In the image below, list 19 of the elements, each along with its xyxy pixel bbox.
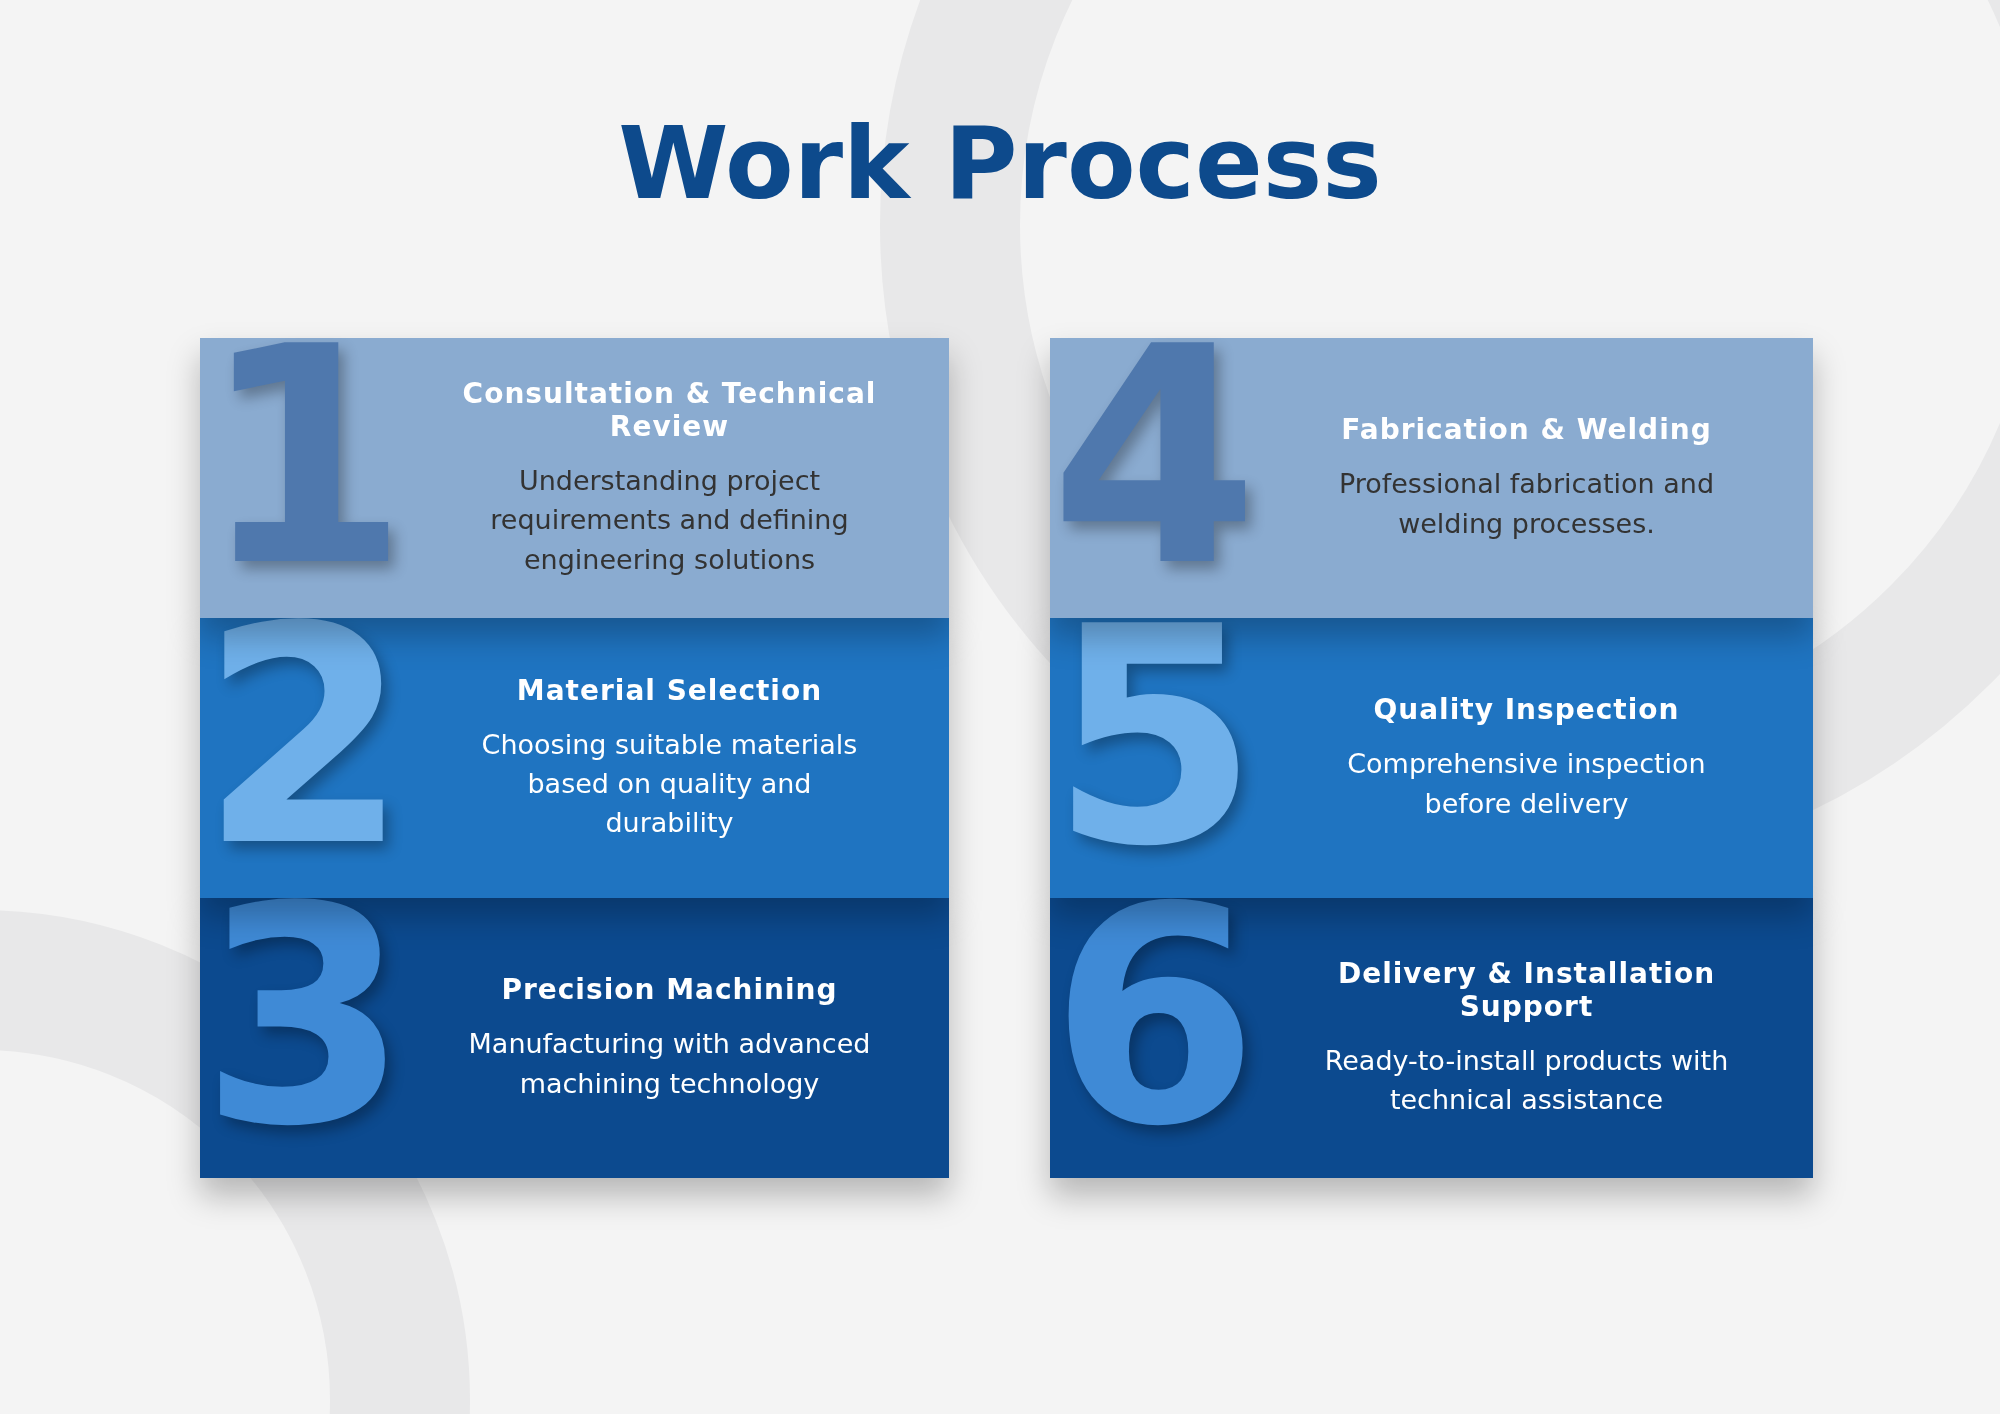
step-description: Choosing suitable materials based on quality and durability [480, 727, 859, 841]
step-band [200, 338, 949, 618]
page-title: Work Process [617, 105, 1383, 222]
step-description: Ready-to-install products with technical assistance [1323, 1043, 1730, 1117]
step-heading: Consultation & Technical Review [461, 377, 878, 444]
step-heading: Quality Inspection [1373, 693, 1680, 727]
step-band [200, 898, 949, 1178]
step-heading: Fabrication & Welding [1341, 413, 1712, 447]
step-description: Understanding project requirements and defining engineering solutions [489, 464, 850, 577]
step-description: Professional fabrication and welding processes. [1337, 467, 1716, 541]
step-description: Manufacturing with advanced machining technology [467, 1027, 872, 1101]
step-heading: Precision Machining [501, 973, 838, 1007]
step-heading: Material Selection [516, 673, 823, 707]
step-heading: Delivery & Installation Support [1336, 956, 1717, 1023]
step-band [1050, 618, 1813, 898]
step-description: Comprehensive inspection before delivery [1346, 747, 1707, 821]
step-band [200, 618, 949, 898]
step-band [1050, 898, 1813, 1178]
step-band [1050, 338, 1813, 618]
